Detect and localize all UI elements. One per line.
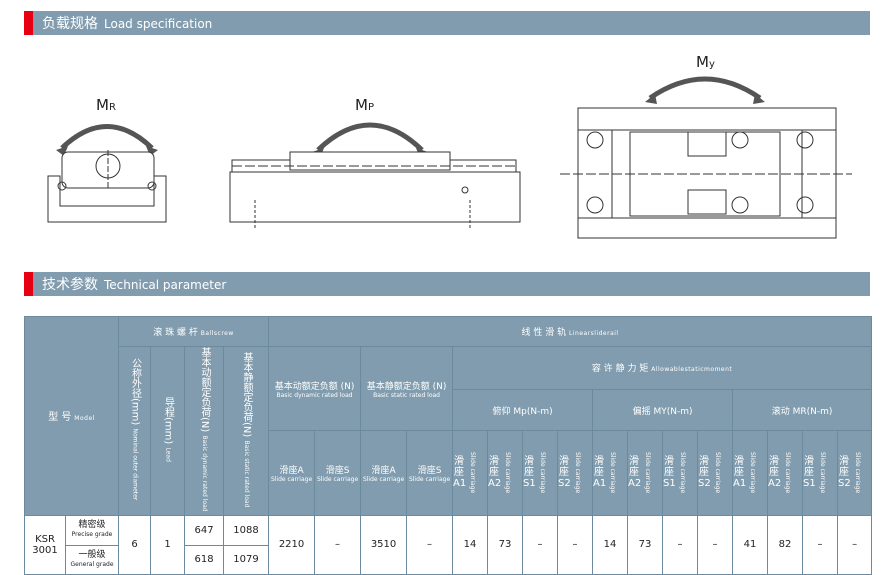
mp-a1: 14 [452,514,489,575]
mr-header: 滚动 MR(N-m) [732,388,873,432]
section-title-en: Load specification [104,17,213,31]
model-header: 型 号 Model [23,316,120,516]
mr-arrow [60,124,154,150]
dynamic-load-general: 618 [184,544,225,575]
section-title-en: Technical parameter [104,278,227,292]
diameter-header: 公称外径(mm) Nominal outer diameter [118,346,152,516]
static-load-precise: 1088 [223,514,270,546]
linear-rail-header: 线 性 滑 轨 Linearsliderail [268,316,873,347]
accent-mark [24,11,33,35]
section-header-load: 负载规格 Load specification [24,11,870,35]
lead-header: 导程(mm) Lead [150,346,186,516]
static-load-general: 1079 [223,544,270,575]
mr-s1: – [802,514,839,575]
allowable-moment-header: 容 许 静 力 矩 Allowablestaticmoment [452,346,873,390]
ballscrew-dynamic-load-header: 基本动额定负荷(N) Basic dynamic rated load [184,346,225,516]
my-a1: 14 [592,514,629,575]
mp-a2: 73 [487,514,524,575]
mp-header: 俯仰 Mp(N-m) [452,388,594,432]
rail-sta-a: 3510 [360,514,408,575]
my-a2: 73 [627,514,664,575]
load-diagrams [47,76,852,239]
ballscrew-static-load-header: 基本静额定负荷(N) Basic static rated load [223,346,270,516]
diameter-cell: 6 [118,514,152,575]
mr-label: MR [96,96,116,114]
mr-a1: 41 [732,514,769,575]
rail-static-load-header: 基本静额定负额 (N)Basic static rated load [360,345,454,432]
my-header: 偏摇 MY(N-m) [592,388,734,432]
my-s2: – [697,514,734,575]
ballscrew-header: 滚 珠 螺 杆 Ballscrew [118,316,270,347]
section-title-zh: 负载规格 [42,16,98,32]
rail-sta-s: – [406,514,454,575]
mr-s2: – [837,514,873,575]
dynamic-load-precise: 647 [184,514,225,546]
rail-dyn-s: – [314,514,362,575]
rail-dynamic-load-header: 基本动额定负额 (N)Basic dynamic rated load [268,345,362,432]
rail-dyn-a: 2210 [268,514,316,575]
mp-s1: – [522,514,559,575]
mr-a2: 82 [767,514,804,575]
model-cell: KSR 3001 [24,514,66,575]
my-label: My [696,53,715,71]
technical-parameter-table: 型 号 Model 滚 珠 螺 杆 Ballscrew 线 性 滑 轨 Line… [23,316,873,575]
lead-cell: 1 [150,514,186,575]
my-s1: – [662,514,699,575]
mp-s2: – [557,514,594,575]
mp-label: MP [355,96,374,114]
section-header-tech: 技术参数 Technical parameter [24,272,870,296]
section-title-zh: 技术参数 [42,277,98,293]
accent-mark [24,272,33,296]
